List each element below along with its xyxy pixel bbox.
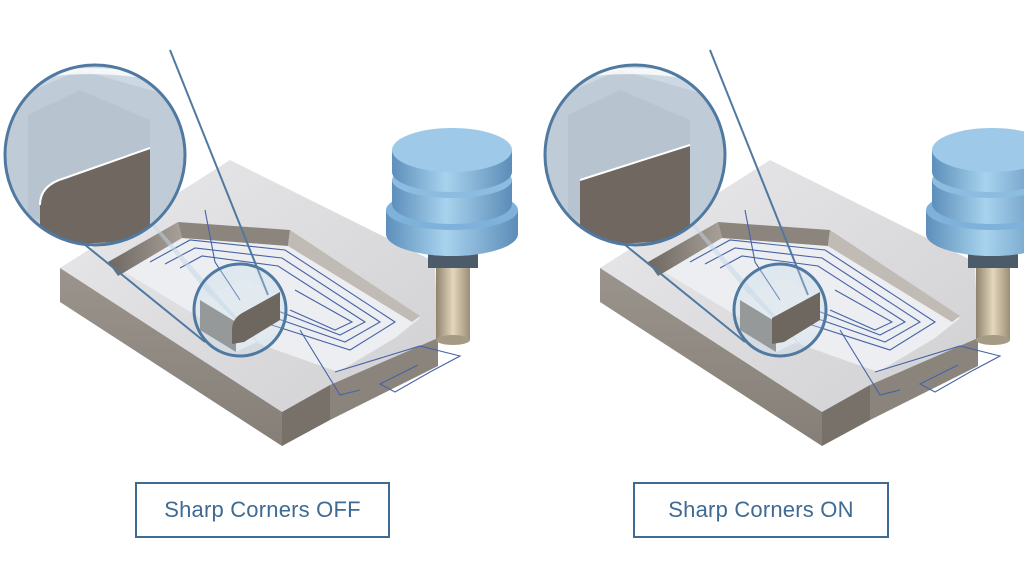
magnifier-lens-on [543, 63, 727, 247]
magnifier-lens-off [3, 63, 187, 247]
caption-sharp-corners-off: Sharp Corners OFF [135, 482, 390, 538]
corner-highlight-off [192, 262, 288, 358]
panel-sharp-corners-off [3, 49, 519, 447]
caption-sharp-corners-on: Sharp Corners ON [633, 482, 889, 538]
panel-sharp-corners-on [543, 49, 1024, 447]
corner-highlight-on [732, 262, 828, 358]
